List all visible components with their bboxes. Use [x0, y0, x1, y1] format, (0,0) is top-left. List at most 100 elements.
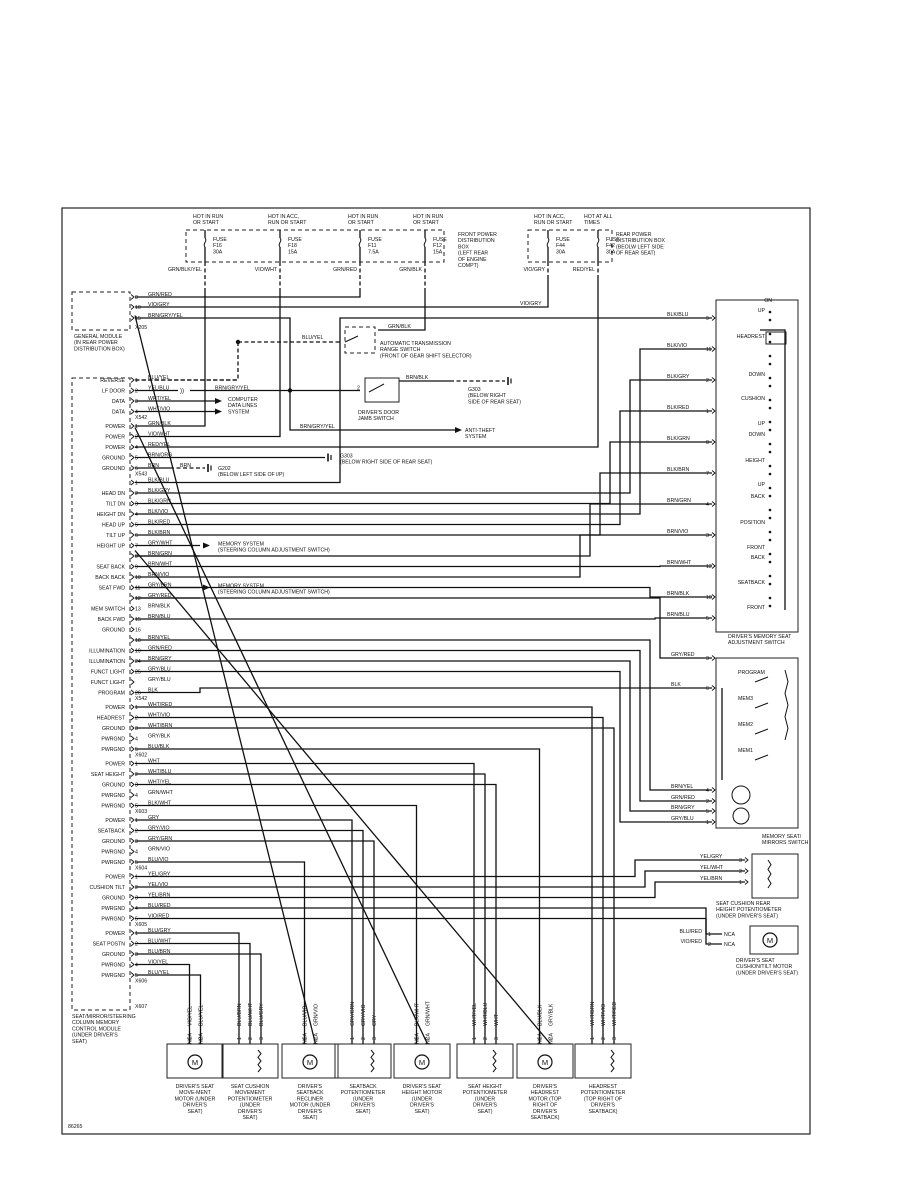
- wire: [134, 550, 551, 1045]
- connector-pin: [130, 511, 135, 517]
- figure-id: 86265: [68, 1124, 83, 1130]
- computer-data-label: COMPUTER: [228, 397, 258, 403]
- connector-pin: [711, 532, 716, 538]
- connector-pin: [711, 787, 716, 793]
- pin-number: 11: [135, 586, 140, 592]
- pin-number: 3: [612, 1037, 618, 1040]
- cushion-rear-height-pot: [751, 853, 799, 899]
- component-label: DRIVER'S: [238, 1109, 263, 1115]
- wire: [134, 427, 429, 1045]
- switch-contact: [768, 604, 772, 608]
- wire-label: BRN/VIO: [667, 529, 688, 535]
- switch-position-label: FRONT: [747, 605, 766, 611]
- pin-number: 1: [237, 1037, 243, 1040]
- wire-label: BLU/YEL: [302, 335, 323, 341]
- memory-system-label: MEMORY SYSTEM: [218, 542, 264, 548]
- pin-number: 5: [135, 747, 138, 753]
- nca-label: NCA: [415, 1033, 421, 1044]
- connector-pin: [130, 408, 135, 415]
- pin-number: 2: [708, 942, 711, 948]
- connector-pin: [130, 704, 135, 710]
- motor-icon: M: [542, 1058, 548, 1067]
- wire-label: GRY/BRN: [148, 583, 172, 589]
- pin-number: 1: [135, 762, 138, 768]
- switch-position-label: HEIGHT: [745, 458, 765, 464]
- component-label: HEADREST: [589, 1084, 618, 1090]
- pin-number: 16: [135, 628, 141, 634]
- connector-pin: [130, 792, 135, 798]
- fuse-label: F44: [556, 243, 565, 249]
- wire-label: BLU/WHT: [248, 1002, 254, 1026]
- switch-position-label: UP: [758, 308, 766, 314]
- connector-label: X607: [135, 1004, 147, 1010]
- wire-label: GRY/GRN: [148, 836, 172, 842]
- wire-label: BLK: [148, 688, 158, 694]
- wire-label: YEL/VIO: [148, 882, 168, 888]
- pin-function: PWRGND: [101, 804, 125, 810]
- control-module-label: CONTROL MODULE: [72, 1026, 121, 1032]
- connector-pin: [711, 655, 716, 661]
- switch-contact: [768, 428, 772, 432]
- wire-label: GRN/RED: [671, 795, 695, 801]
- wire-label: BRN/WHT: [667, 560, 692, 566]
- connector-pin: [130, 961, 135, 968]
- connector-pin: [130, 454, 135, 461]
- component-label: SEAT CUSHION: [231, 1084, 270, 1090]
- connector-pin: [130, 827, 135, 834]
- wire: [135, 278, 549, 308]
- connector-pin: [130, 802, 135, 809]
- connector-pin: [130, 574, 135, 580]
- wire-label: GRN/RED: [148, 292, 172, 298]
- switch-position-label: BACK: [751, 494, 766, 500]
- potentiometer-icon: [370, 1049, 375, 1073]
- pin-number: 2: [135, 491, 138, 497]
- switch-contact: [768, 538, 772, 542]
- fuse-wire-label: VIO/WHT: [255, 267, 278, 273]
- component-label: (TOP RIGHT OF: [584, 1096, 622, 1102]
- pin-function: ILLUMINATION: [89, 649, 125, 655]
- wire-label: WHT/BLU: [148, 769, 172, 775]
- pin-function: POWER: [105, 931, 125, 937]
- wire-label: VIO/RED: [148, 914, 170, 920]
- wire-label: GRY/GRN: [350, 1002, 356, 1026]
- switch-position-label: UP: [758, 421, 766, 427]
- pin-number: 13: [135, 607, 141, 613]
- wire: [135, 840, 375, 1044]
- connector-pin: [130, 817, 135, 823]
- wire-label: WHT/VIO: [148, 407, 170, 413]
- antitheft-arrow: [455, 427, 462, 433]
- wire: [135, 290, 206, 427]
- switch-contact: [754, 676, 769, 683]
- fuse-label: F11: [368, 243, 377, 249]
- trans-switch-label: AUTOMATIC TRANSMISSION: [380, 341, 451, 347]
- pin-function: TILT UP: [106, 533, 125, 539]
- pin-number: 3: [706, 656, 709, 662]
- wire-label: WHT: [148, 759, 161, 765]
- component-label: POTENTIOMETER: [581, 1090, 626, 1096]
- pin-function: PWRGND: [101, 793, 125, 799]
- pin-function: PWRGND: [101, 906, 125, 912]
- pin-function: PROGRAM: [98, 691, 125, 697]
- tilt-motor-label: (UNDER DRIVER'S SEAT): [736, 970, 798, 976]
- fuse-hot-label: OR START: [348, 220, 375, 226]
- connector-label: X605: [135, 922, 147, 928]
- wire-label: YEL/BLU: [148, 386, 170, 392]
- pin-function: POWER: [105, 424, 125, 430]
- pin-number: 1: [135, 378, 138, 384]
- switch-on-box: [765, 331, 787, 345]
- switch-contact: [768, 406, 772, 410]
- pin-number: 3: [739, 858, 742, 864]
- wire-label: )): [180, 389, 184, 395]
- pin-function: GROUND: [102, 466, 125, 472]
- switch-contact: [768, 354, 772, 358]
- connector-pin: [130, 398, 135, 404]
- wire-label: GRN/BLK: [388, 324, 411, 330]
- fuse-wire-label: GRN/RED: [333, 267, 357, 273]
- pin-function: PWRGND: [101, 973, 125, 979]
- wire-label: BRN/VIO: [148, 572, 169, 578]
- component-label: RECLINER: [297, 1096, 323, 1102]
- wire-label: YEL/BRN: [700, 876, 722, 882]
- wire-label: BRN/BLK: [667, 591, 690, 597]
- connector-pin: [130, 894, 135, 901]
- wire: [135, 917, 722, 945]
